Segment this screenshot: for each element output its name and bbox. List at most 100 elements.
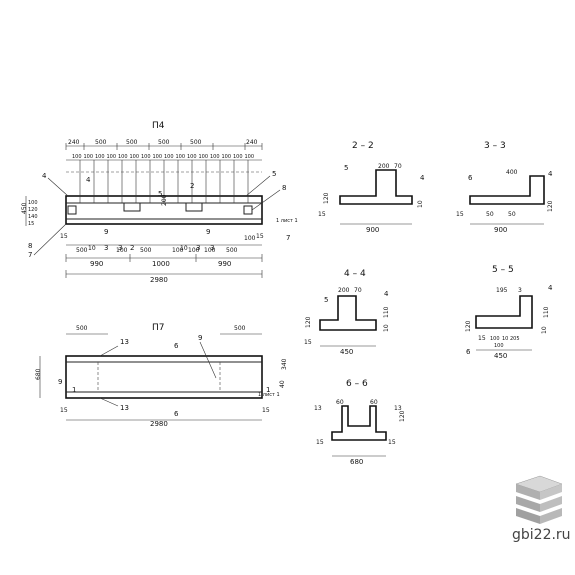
s44-profile bbox=[319, 295, 377, 331]
p4-sub-dim: 100 bbox=[245, 154, 255, 160]
s55-profile bbox=[475, 295, 533, 329]
p4-left-dim: 140 bbox=[28, 214, 38, 220]
s22-callout: 4 bbox=[420, 174, 425, 182]
p4-callout: 10 bbox=[88, 245, 96, 252]
p4-callout: 3 bbox=[210, 244, 214, 252]
p4-bottom-dim: 500 bbox=[226, 247, 238, 254]
p4-sub-dim: 100 bbox=[153, 154, 163, 160]
p4-left-dim: 450 bbox=[21, 202, 28, 214]
p7-right-dim: 340 bbox=[281, 358, 288, 370]
s55-dim: 100 bbox=[490, 336, 500, 342]
s55-dim: 15 bbox=[478, 335, 486, 342]
p4-top-dim: 500 bbox=[158, 139, 170, 146]
p4-top-dim: 240 bbox=[246, 139, 258, 146]
p4-bottom-dim: 100 bbox=[204, 247, 216, 254]
s33-dim: 50 bbox=[486, 211, 494, 218]
p4-sub-dim: 100 bbox=[84, 154, 94, 160]
s55-dim: 110 bbox=[543, 306, 550, 318]
p4-sub-dim: 100 bbox=[95, 154, 105, 160]
p4-callout: 3 bbox=[118, 244, 122, 252]
p4-title: П4 bbox=[152, 121, 165, 131]
p4-callout: 4 bbox=[86, 176, 91, 184]
p4-bottom-dim: 100 bbox=[172, 247, 184, 254]
p7-title: П7 bbox=[152, 323, 165, 333]
s66-dim: 120 bbox=[399, 410, 406, 422]
s22-dim: 15 bbox=[318, 211, 326, 218]
p7-top-dim: 500 bbox=[76, 325, 88, 332]
p4-sub-dim: 100 bbox=[107, 154, 117, 160]
s55-callout: 4 bbox=[548, 284, 553, 292]
s33-dim: 15 bbox=[456, 211, 464, 218]
p4-end-plate-left bbox=[67, 205, 77, 215]
p4-callout: 8 bbox=[28, 242, 32, 250]
p4-callout: 5 bbox=[158, 190, 162, 198]
p4-callout: 7 bbox=[28, 251, 32, 259]
s22-dim: 10 bbox=[417, 200, 424, 208]
s33-dim: 50 bbox=[508, 211, 516, 218]
s66-title: 6 – 6 bbox=[346, 379, 368, 389]
p4-sect-dim: 1000 bbox=[152, 260, 170, 268]
p7-bottom-15: 15 bbox=[60, 407, 68, 414]
s22-title: 2 – 2 bbox=[352, 141, 374, 151]
s22-profile bbox=[339, 169, 413, 205]
p4-sub-dim: 100 bbox=[199, 154, 209, 160]
p4-bottom-15: 15 bbox=[256, 233, 264, 240]
s44-dim: 200 bbox=[338, 287, 350, 294]
p7-callout: 13 bbox=[120, 404, 129, 412]
p4-total: 2980 bbox=[150, 276, 168, 284]
p4-bottom-dim: 100 bbox=[188, 247, 200, 254]
s66-dim: 60 bbox=[336, 399, 344, 406]
p7-top-dim: 500 bbox=[234, 325, 246, 332]
s55-dim: 10 bbox=[502, 336, 508, 342]
p4-top-dim: 500 bbox=[190, 139, 202, 146]
p4-top-dim: 500 bbox=[126, 139, 138, 146]
s55-dim: 3 bbox=[518, 287, 522, 294]
s66-dim: 15 bbox=[316, 439, 324, 446]
s44-dim: 110 bbox=[383, 306, 390, 318]
p4-sub-dim: 100 bbox=[118, 154, 128, 160]
p7-callout: 1 bbox=[72, 386, 76, 394]
p4-stirrups bbox=[79, 160, 249, 203]
s44-title: 4 – 4 bbox=[344, 269, 366, 279]
p7-callout: 13 bbox=[120, 338, 129, 346]
s66-dim: 680 bbox=[350, 458, 363, 466]
s33-dim: 400 bbox=[506, 169, 518, 176]
s33-dim: 120 bbox=[547, 200, 554, 212]
p7-bottom-15: 15 bbox=[262, 407, 270, 414]
p4-sub-dim: 100 bbox=[164, 154, 174, 160]
s55-dim: 120 bbox=[465, 320, 472, 332]
p4-left-dim: 120 bbox=[28, 207, 38, 213]
p7-slab-outline bbox=[65, 355, 263, 399]
s66-dim: 60 bbox=[370, 399, 378, 406]
p7-sheet-note: 1 лист 1 bbox=[258, 392, 280, 398]
p4-callout: 3 bbox=[196, 244, 200, 252]
p4-callout: 2 bbox=[190, 182, 194, 190]
p7-callout: 9 bbox=[58, 378, 62, 386]
p4-sub-dim: 100 bbox=[187, 154, 197, 160]
logo-cube-icon bbox=[515, 475, 563, 524]
s33-callout: 6 bbox=[468, 174, 473, 182]
s55-dim: 205 bbox=[510, 336, 520, 342]
p4-sheet-note: 1 лист 1 bbox=[276, 218, 298, 224]
p7-callout: 6 bbox=[174, 342, 179, 350]
p4-callout: 2 bbox=[130, 244, 134, 252]
p7-right-dim: 40 bbox=[279, 380, 286, 388]
p4-bottom-dim: 100 bbox=[244, 235, 256, 242]
p4-bottom-dim: 500 bbox=[140, 247, 152, 254]
p4-sect-dim: 990 bbox=[218, 260, 231, 268]
s66-profile bbox=[331, 405, 387, 441]
s22-dim: 70 bbox=[394, 163, 402, 170]
s66-dim: 13 bbox=[394, 405, 402, 412]
s55-dim: 450 bbox=[494, 352, 507, 360]
s55-dim: 10 bbox=[541, 326, 548, 334]
s55-callout: 6 bbox=[466, 348, 471, 356]
s22-dim: 120 bbox=[323, 192, 330, 204]
s55-dim: 100 bbox=[494, 343, 504, 349]
watermark: gbi22.ru bbox=[512, 527, 571, 543]
p4-sub-dim: 100 bbox=[141, 154, 151, 160]
s44-callout: 4 bbox=[384, 290, 389, 298]
s33-profile bbox=[469, 175, 545, 205]
p4-left-dim: 15 bbox=[28, 221, 34, 227]
